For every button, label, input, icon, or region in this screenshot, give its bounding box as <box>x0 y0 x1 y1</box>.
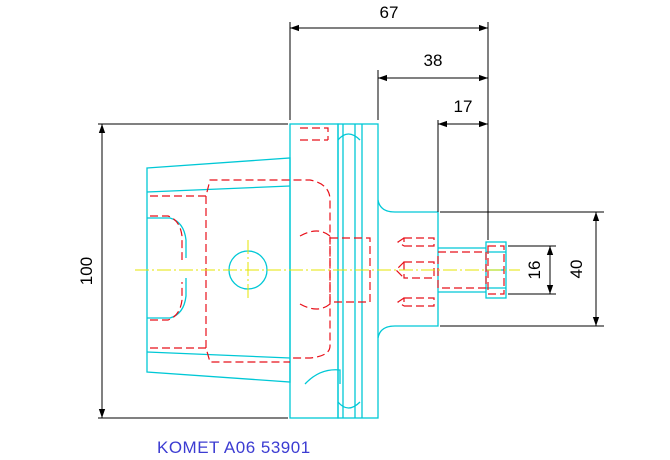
hidden-pin-hole <box>299 230 331 310</box>
hidden-screw-tips <box>395 237 405 307</box>
dim-text-67: 67 <box>380 3 399 22</box>
drive-slot-top <box>147 217 187 258</box>
groove-bottom <box>337 401 361 409</box>
body-lower-edge <box>146 351 291 359</box>
hidden-screws <box>403 237 435 307</box>
dim-text-38: 38 <box>424 51 443 70</box>
hidden-slot <box>150 215 183 321</box>
hidden-flange-edge <box>300 127 329 141</box>
hidden-cavity <box>150 179 331 359</box>
flange-key <box>304 369 341 385</box>
dim-text-40: 40 <box>567 260 586 279</box>
dim-text-100: 100 <box>77 257 96 285</box>
shank-neck <box>377 199 439 339</box>
dim-text-17: 17 <box>454 97 473 116</box>
flange-groove <box>342 124 363 418</box>
flange <box>289 123 339 419</box>
part-label: KOMET A06 53901 <box>157 438 311 457</box>
dimension-lines <box>98 22 604 419</box>
drive-slot-bottom <box>147 278 187 319</box>
dim-text-16: 16 <box>525 261 544 280</box>
hidden-cavity-lower <box>150 347 290 363</box>
extension-lines <box>98 22 604 419</box>
pilot-outline <box>438 247 486 293</box>
flange-collar <box>337 123 379 419</box>
groove-top <box>337 133 361 141</box>
center-lines <box>135 240 520 300</box>
part-outline <box>146 123 507 419</box>
body-inner-edge <box>146 185 291 193</box>
hidden-lines <box>150 127 505 363</box>
